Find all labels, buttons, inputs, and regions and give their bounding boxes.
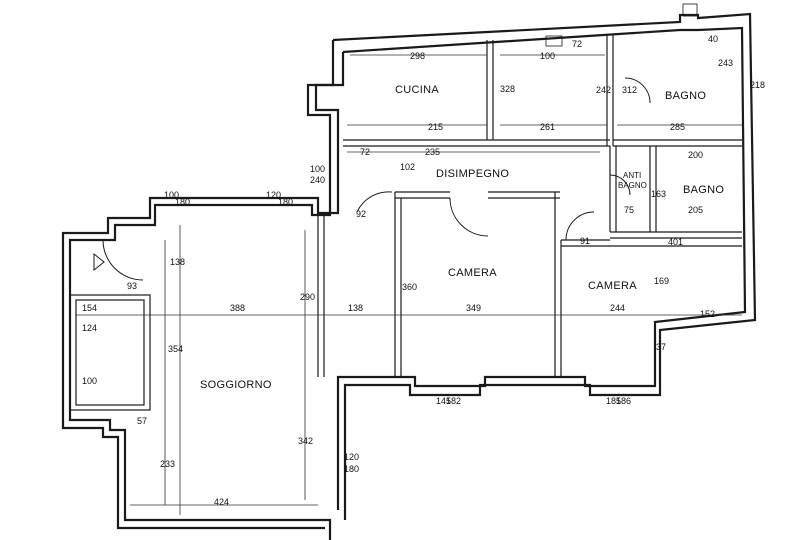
dim-label: 138 [348, 303, 363, 313]
dim-label: 218 [750, 80, 765, 90]
dim-label: 298 [410, 51, 425, 61]
dim-label: 37 [656, 342, 666, 352]
door-swings [102, 77, 651, 281]
room-label-camera-1: CAMERA [448, 267, 497, 279]
dim-label: 145 [436, 396, 451, 406]
dim-label: 200 [688, 150, 703, 160]
dim-label: 388 [230, 303, 245, 313]
dim-label: 72 [360, 147, 370, 157]
dim-label: 186 [616, 396, 631, 406]
dim-label: 354 [168, 344, 183, 354]
dim-label: 169 [654, 276, 669, 286]
dim-label: 360 [402, 282, 417, 292]
dim-label: 233 [160, 459, 175, 469]
room-label-antibagno-1: ANTI [623, 171, 641, 180]
fixtures [93, 3, 698, 272]
dim-label: 424 [214, 497, 229, 507]
dim-label: 100 [540, 51, 555, 61]
outer-walls [61, 12, 757, 540]
dim-label: 75 [624, 205, 634, 215]
dim-label: 328 [500, 84, 515, 94]
dim-label: 215 [428, 122, 443, 132]
dim-label: 154 [82, 303, 97, 313]
room-label-bagno-2: BAGNO [683, 184, 724, 196]
dim-label: 72 [572, 39, 582, 49]
dim-label: 102 [400, 162, 415, 172]
room-label-soggiorno: SOGGIORNO [200, 379, 272, 391]
dim-label: 240 [310, 175, 325, 185]
dim-label: 92 [356, 209, 366, 219]
interior-walls [69, 35, 742, 411]
dim-label: 242 [596, 85, 611, 95]
dim-label: 100 [82, 376, 97, 386]
dimension-labels: 298 100 72 243 218 328 242 312 215 261 2… [82, 34, 765, 507]
dim-label: 244 [610, 303, 625, 313]
room-label-antibagno-2: BAGNO [618, 181, 647, 190]
dim-label: 185 [606, 396, 621, 406]
dim-label: 40 [708, 34, 718, 44]
dim-label: 180 [175, 197, 190, 207]
stair-fixture [682, 3, 698, 17]
room-label-disimpegno: DISIMPEGNO [436, 168, 509, 180]
dim-label: 180 [278, 197, 293, 207]
dim-label: 100 [310, 164, 325, 174]
dim-label: 93 [127, 281, 137, 291]
room-labels: CUCINA BAGNO DISIMPEGNO ANTI BAGNO BAGNO… [200, 84, 724, 391]
dim-label: 152 [700, 309, 715, 319]
dim-label: 290 [300, 292, 315, 302]
dim-label: 349 [466, 303, 481, 313]
dim-label: 243 [718, 58, 733, 68]
dim-label: 120 [344, 452, 359, 462]
dim-label: 182 [446, 396, 461, 406]
dim-label: 100 [164, 190, 179, 200]
dim-label: 312 [622, 85, 637, 95]
dim-label: 342 [298, 436, 313, 446]
room-label-bagno-1: BAGNO [665, 90, 706, 102]
dim-label: 180 [344, 464, 359, 474]
dim-label: 205 [688, 205, 703, 215]
dim-label: 57 [137, 416, 147, 426]
entry-arrow-icon [93, 252, 105, 272]
dimension-lines [75, 54, 742, 515]
room-label-cucina: CUCINA [395, 84, 439, 96]
dim-label: 91 [580, 236, 590, 246]
dim-label: 120 [266, 190, 281, 200]
dim-label: 285 [670, 122, 685, 132]
dim-label: 163 [651, 189, 666, 199]
dim-label: 124 [82, 323, 97, 333]
dim-label: 261 [540, 122, 555, 132]
room-label-camera-2: CAMERA [588, 280, 637, 292]
dim-label: 235 [425, 147, 440, 157]
dim-label: 138 [170, 257, 185, 267]
sink-fixture [545, 35, 563, 47]
dim-label: 401 [668, 237, 683, 247]
